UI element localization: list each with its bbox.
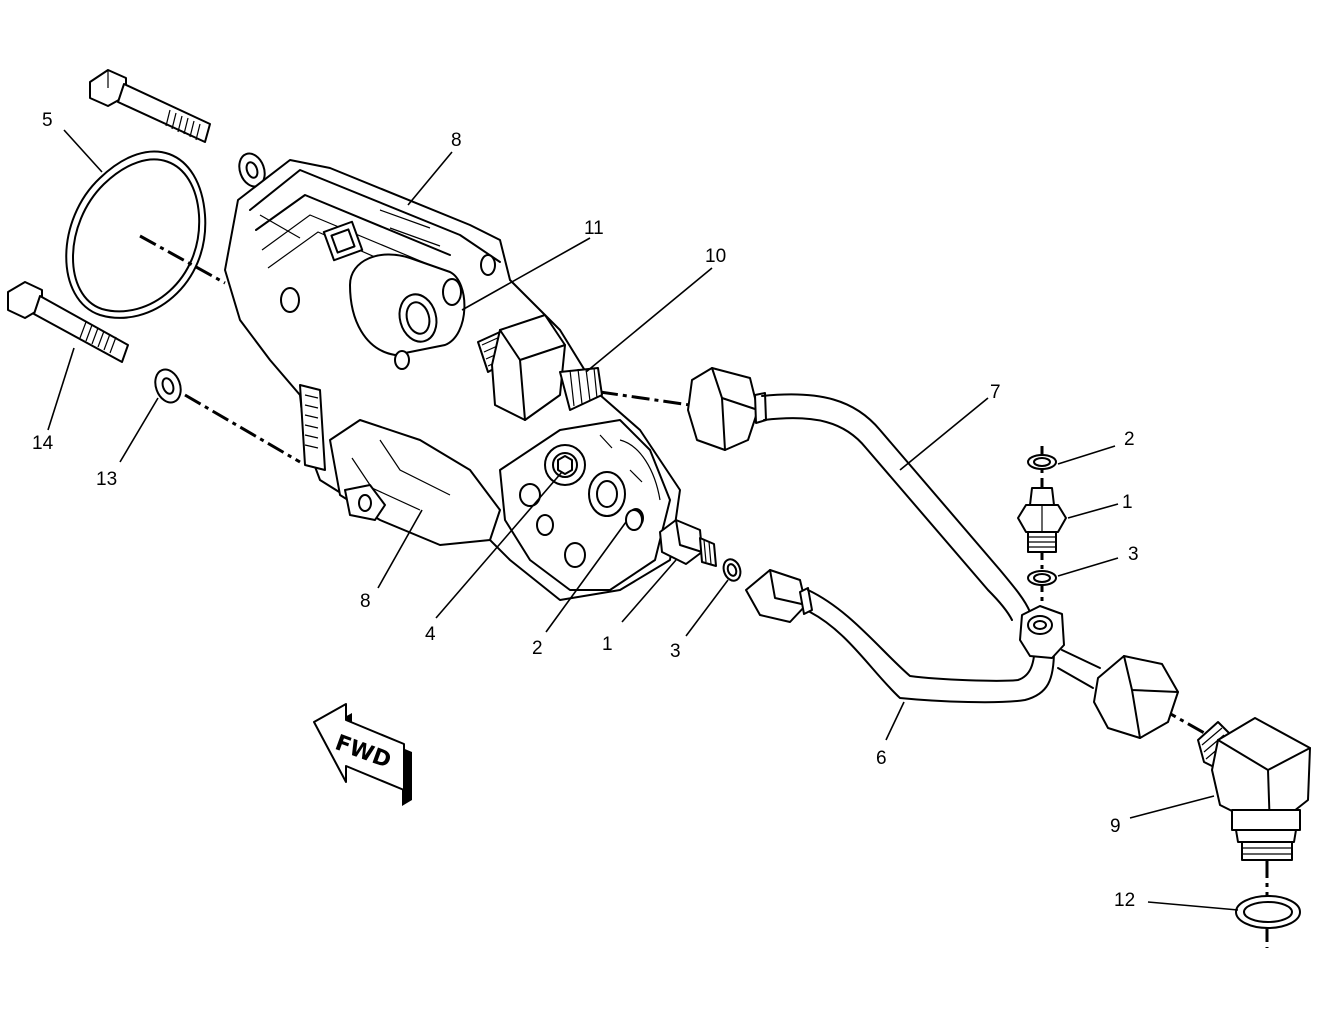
callout-4: 4 [425, 624, 436, 645]
callout-6: 6 [876, 748, 887, 769]
upper-right-fitting [1017, 454, 1067, 586]
lower-washer [154, 368, 182, 404]
callout-8-upper: 8 [451, 130, 462, 151]
callout-3-upper: 3 [1128, 544, 1139, 565]
callout-10: 10 [705, 246, 726, 267]
elbow-fitting-upper [477, 314, 603, 421]
callout-8-lower: 8 [360, 591, 371, 612]
callout-3-lower: 3 [670, 641, 681, 662]
lower-bolt [7, 281, 129, 363]
callout-labels: 5 8 11 10 14 13 8 4 2 1 3 7 2 1 3 6 9 12 [32, 110, 1139, 911]
upper-washer [238, 152, 266, 188]
callout-13: 13 [96, 469, 117, 490]
fuel-line-lower [745, 569, 1101, 704]
callout-1-upper: 1 [1122, 492, 1133, 513]
callout-12: 12 [1114, 890, 1135, 911]
line-nut-large [1093, 655, 1179, 739]
leader-lines [47, 129, 1239, 911]
upper-bolt [89, 69, 211, 143]
lower-seal-ring [1235, 895, 1301, 929]
fuel-line-upper [687, 367, 1031, 621]
callout-14: 14 [32, 433, 54, 454]
pump-outlet-fitting [625, 509, 742, 582]
fuel-injection-pump [224, 159, 681, 601]
callout-1-lower: 1 [602, 634, 613, 655]
callout-5: 5 [42, 110, 53, 131]
callout-7: 7 [990, 382, 1001, 403]
callout-2-upper: 2 [1124, 429, 1135, 450]
forward-arrow-icon: FWD [313, 703, 412, 806]
elbow-fitting-lower [1197, 717, 1311, 861]
callout-11: 11 [584, 218, 604, 239]
callout-9: 9 [1110, 816, 1121, 837]
o-ring-gasket [65, 150, 207, 319]
callout-2-lower: 2 [532, 638, 543, 659]
